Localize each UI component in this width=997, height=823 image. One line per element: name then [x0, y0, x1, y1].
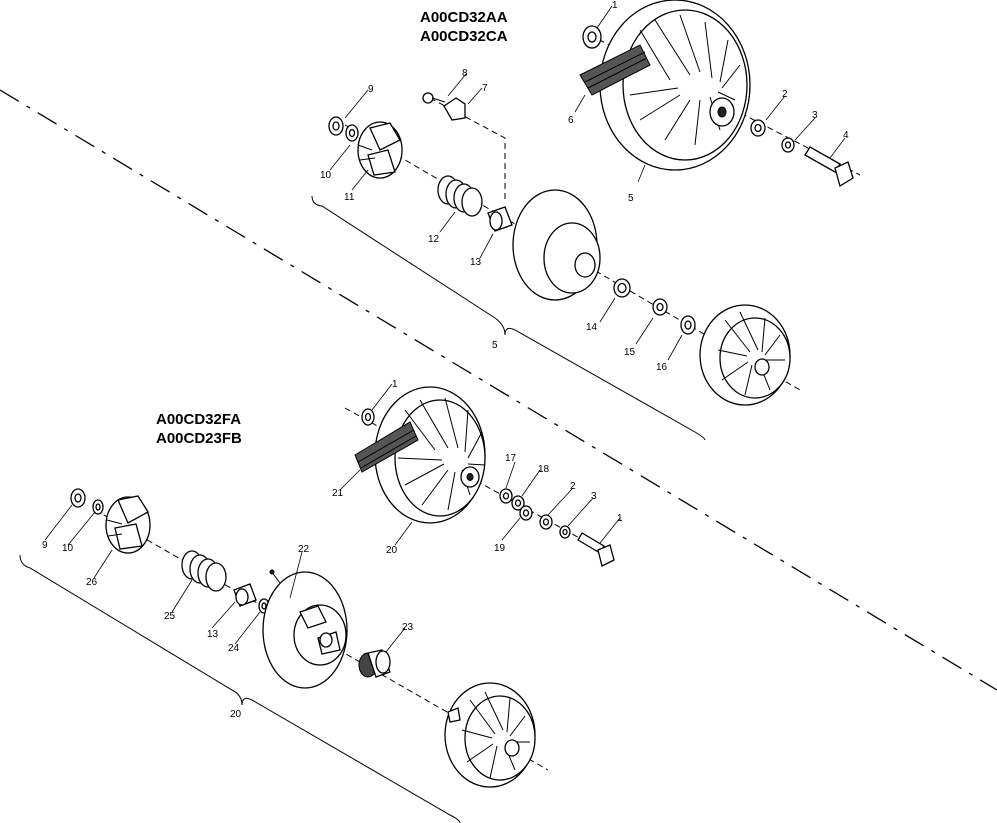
- callout-l23: 23: [402, 622, 414, 633]
- callout-l24: 24: [228, 643, 240, 654]
- lower-callouts: 1 17 18 2 3 1 21 19 20 22 9 10 26 25 13 …: [42, 379, 623, 720]
- callout-l20a: 20: [386, 545, 398, 556]
- callout-u5b: 5: [492, 340, 498, 351]
- drive-sheave-part-5: [599, 0, 751, 171]
- washer-part-10: [345, 124, 359, 142]
- upper-axis-3: [429, 97, 506, 200]
- callout-u16: 16: [656, 362, 668, 373]
- callout-u5a: 5: [628, 193, 634, 204]
- callout-l20b: 20: [230, 709, 242, 720]
- callout-u2: 2: [782, 89, 788, 100]
- fixed-sheave: [699, 304, 791, 406]
- callout-l26: 26: [86, 577, 98, 588]
- callout-l1a: 1: [392, 379, 398, 390]
- upper-assembly-bracket: [311, 195, 706, 441]
- belt-block-part-6: [579, 44, 651, 96]
- washer-part-19: [519, 505, 533, 521]
- callout-u10: 10: [320, 170, 332, 181]
- washer-part-18: [511, 495, 525, 511]
- bearing-part-23: [358, 649, 391, 678]
- washer-part-16: [680, 315, 696, 335]
- callout-l2: 2: [570, 481, 576, 492]
- upper-leaders: [329, 5, 846, 361]
- fixed-sheave-lower: [444, 682, 536, 788]
- callout-l9: 9: [42, 540, 48, 551]
- upper-model-code-2: A00CD32CA: [420, 28, 508, 45]
- nut-part-3: [781, 137, 795, 153]
- callout-l10: 10: [62, 543, 74, 554]
- washer-part-17: [499, 488, 513, 504]
- washer-part-1-lower: [361, 408, 375, 426]
- washer-part-9-lower: [70, 488, 86, 508]
- callout-u3: 3: [812, 110, 818, 121]
- screw-part-8: [422, 92, 446, 104]
- lower-assembly: [19, 386, 615, 823]
- nut-part-3-lower: [559, 525, 571, 539]
- callout-l3: 3: [591, 491, 597, 502]
- washer-part-15: [652, 298, 668, 316]
- callout-u8: 8: [462, 68, 468, 79]
- spider-part-26: [105, 495, 151, 554]
- lower-leaders: [44, 383, 621, 653]
- upper-model-codes: A00CD32AA A00CD32CA: [420, 8, 508, 46]
- callout-l25: 25: [164, 611, 176, 622]
- washer-part-1: [582, 25, 602, 49]
- callout-u9: 9: [368, 84, 374, 95]
- bolt-part-1-lower: [577, 532, 615, 567]
- belt-block-part-21: [354, 421, 419, 473]
- callout-u12: 12: [428, 234, 440, 245]
- drive-sheave-part-20: [374, 386, 486, 524]
- bearing-part-14: [613, 278, 631, 298]
- callout-l19: 19: [494, 543, 506, 554]
- upper-model-code-1: A00CD32AA: [420, 9, 508, 26]
- divider-line: [0, 89, 997, 691]
- spring-part-12: [437, 175, 483, 217]
- callout-l17: 17: [505, 453, 517, 464]
- moveable-sheave: [512, 189, 601, 301]
- bolt-part-4: [804, 146, 854, 188]
- callout-u14: 14: [586, 322, 598, 333]
- clip-part-7: [443, 97, 466, 121]
- callout-u6: 6: [568, 115, 574, 126]
- callout-l1b: 1: [617, 513, 623, 524]
- washer-part-10-lower: [92, 499, 104, 515]
- washer-part-2: [750, 119, 766, 137]
- bushing-part-13-lower: [233, 583, 257, 607]
- callout-u4: 4: [843, 130, 849, 141]
- lower-model-code-2: A00CD23FB: [156, 430, 242, 447]
- moveable-sheave-lower: [262, 571, 348, 689]
- callout-u1: 1: [612, 0, 618, 11]
- bushing-part-13: [487, 206, 513, 232]
- callout-l21: 21: [332, 488, 344, 499]
- callout-l22: 22: [298, 544, 310, 555]
- lower-assembly-bracket: [19, 554, 461, 823]
- callout-u11: 11: [344, 192, 355, 203]
- upper-callouts: 1 2 3 4 5 6 7 8 9 10 11 12 13 14 15 16 5: [320, 0, 849, 373]
- spring-part-25: [181, 550, 227, 592]
- washer-part-9: [328, 116, 344, 136]
- callout-l18: 18: [538, 464, 550, 475]
- callout-u13: 13: [470, 257, 482, 268]
- upper-assembly: [311, 0, 861, 441]
- callout-u7: 7: [482, 83, 488, 94]
- callout-l13: 13: [207, 629, 219, 640]
- lower-model-codes: A00CD32FA A00CD23FB: [156, 410, 242, 448]
- callout-u15: 15: [624, 347, 636, 358]
- lower-model-code-1: A00CD32FA: [156, 411, 242, 428]
- spider-part-11: [357, 121, 403, 179]
- washer-part-2-lower: [539, 514, 553, 530]
